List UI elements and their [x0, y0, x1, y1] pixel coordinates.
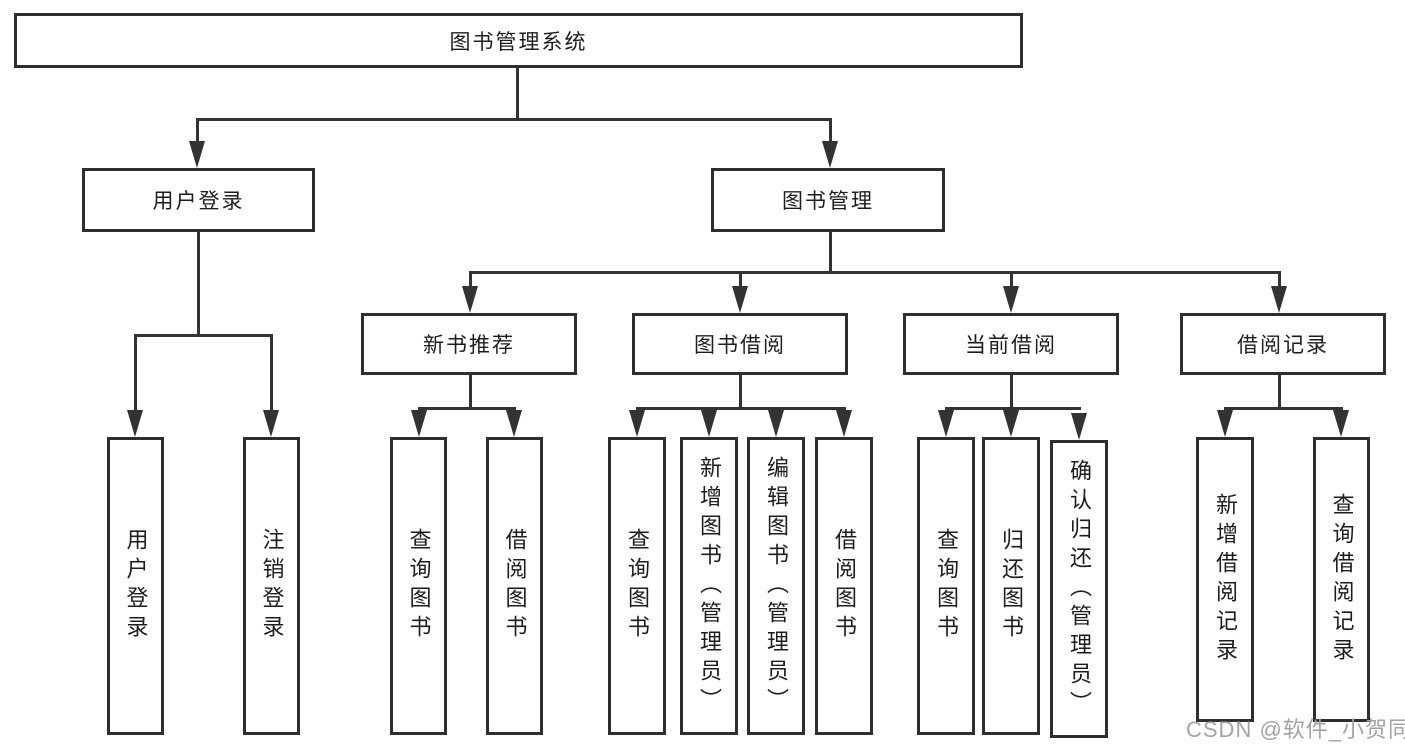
connector-line: [469, 375, 472, 410]
connector-line: [1278, 271, 1281, 289]
leaf-add-books-admin: 新增图书（管理员）: [680, 437, 738, 735]
node-user-login: 用户登录: [82, 168, 315, 232]
connector-arrow: [1003, 410, 1019, 437]
connector-line: [134, 334, 273, 337]
connector-arrow: [768, 410, 784, 437]
connector-line: [196, 118, 832, 121]
node-new-book-recommend: 新书推荐: [361, 313, 577, 375]
connector-arrow: [263, 410, 279, 437]
leaf-borrow-books-recommend: 借阅图书: [486, 437, 543, 735]
connector-arrow: [411, 410, 427, 437]
connector-line: [829, 232, 832, 274]
connector-arrow: [462, 286, 478, 313]
connector-line: [516, 68, 519, 120]
connector-line: [418, 407, 516, 410]
leaf-return-books: 归还图书: [982, 437, 1040, 735]
connector-arrow: [1071, 413, 1087, 440]
connector-line: [1224, 407, 1343, 410]
connector-line: [196, 118, 199, 146]
node-book-borrowing: 图书借阅: [632, 313, 848, 375]
connector-line: [197, 232, 200, 337]
leaf-query-borrow-record: 查询借阅记录: [1313, 437, 1370, 722]
leaf-query-books-borrowing: 查询图书: [608, 437, 666, 735]
leaf-confirm-return-admin: 确认归还（管理员）: [1050, 440, 1108, 738]
leaf-user-login: 用户登录: [107, 437, 164, 735]
connector-arrow: [938, 410, 954, 437]
connector-line: [739, 271, 742, 289]
connector-arrow: [822, 141, 838, 168]
connector-line: [829, 118, 832, 146]
connector-line: [270, 334, 273, 414]
connector-line: [1010, 375, 1013, 410]
node-book-management: 图书管理: [711, 168, 945, 232]
connector-line: [945, 407, 1081, 410]
connector-line: [739, 375, 742, 410]
connector-line: [1278, 375, 1281, 410]
leaf-borrow-books-borrowing: 借阅图书: [815, 437, 873, 735]
connector-line: [1010, 271, 1013, 289]
connector-line: [469, 271, 472, 289]
connector-line: [469, 271, 1281, 274]
node-borrowing-records: 借阅记录: [1180, 313, 1386, 375]
leaf-edit-books-admin: 编辑图书（管理员）: [747, 437, 805, 735]
connector-arrow: [1003, 286, 1019, 313]
leaf-logout-login: 注销登录: [243, 437, 300, 735]
connector-arrow: [836, 410, 852, 437]
connector-arrow: [1333, 410, 1349, 437]
connector-line: [636, 407, 846, 410]
connector-arrow: [629, 410, 645, 437]
leaf-add-borrow-record: 新增借阅记录: [1196, 437, 1254, 722]
connector-line: [134, 334, 137, 414]
connector-arrow: [732, 286, 748, 313]
connector-arrow: [506, 410, 522, 437]
csdn-watermark: CSDN @软件_小贺同学: [1186, 717, 1405, 742]
connector-arrow: [1271, 286, 1287, 313]
leaf-query-books-current: 查询图书: [917, 437, 975, 735]
node-library-management-system: 图书管理系统: [14, 13, 1023, 68]
connector-arrow: [127, 410, 143, 437]
connector-arrow: [701, 410, 717, 437]
leaf-query-books-recommend: 查询图书: [390, 437, 447, 735]
node-current-borrowing: 当前借阅: [903, 313, 1119, 375]
connector-arrow: [189, 141, 205, 168]
connector-arrow: [1217, 410, 1233, 437]
